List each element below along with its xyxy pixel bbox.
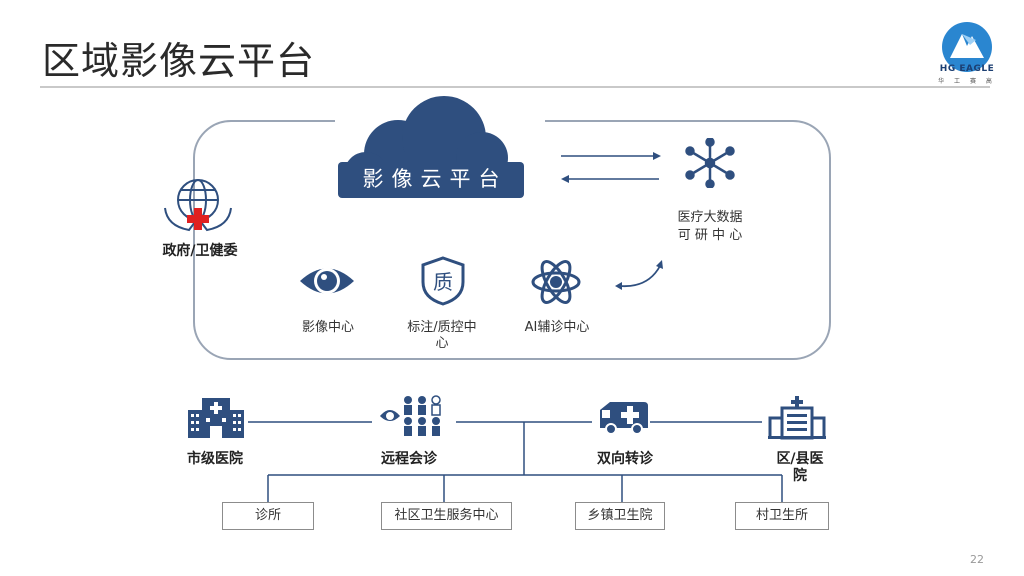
atom-icon (531, 260, 581, 304)
facility-community-center: 社区卫生服务中心 (381, 502, 512, 530)
annotation-label-line1: 标注/质控中 (407, 320, 477, 335)
ai-center-label: AI辅诊中心 (524, 320, 590, 335)
facility-township-hospital: 乡镇卫生院 (575, 502, 665, 530)
annotation-label-line2: 心 (435, 336, 449, 351)
referral-label: 双向转诊 (597, 451, 653, 467)
hg-eagle-logo (942, 22, 992, 72)
imaging-center-label: 影像中心 (301, 320, 354, 335)
city-hospital-label: 市级医院 (187, 451, 243, 467)
curved-arrow (615, 260, 663, 290)
gov-label: 政府/卫健委 (162, 243, 238, 259)
facility-village-clinic: 村卫生所 (735, 502, 829, 530)
logo-text: HG EAGLE (939, 64, 995, 74)
remote-consultation-label: 远程会诊 (381, 451, 437, 467)
cloud-icon (338, 96, 524, 198)
title-divider (40, 86, 990, 88)
quality-char: 质 (433, 270, 453, 294)
facility-clinic: 诊所 (222, 502, 314, 530)
bigdata-label-line1: 医疗大数据 (677, 210, 743, 225)
exchange-arrows (561, 152, 661, 183)
county-hospital-label-line2: 院 (793, 468, 807, 484)
cloud-label: 影像云平台 (362, 167, 508, 191)
bigdata-label-line2: 可 研 中 心 (677, 228, 743, 243)
county-hospital-label-line1: 区/县医 (776, 451, 824, 467)
page-number: 22 (970, 553, 984, 566)
logo-subtext: 华 工 赛 高 (938, 78, 996, 85)
eye-icon (300, 268, 354, 294)
ambulance-icon (600, 402, 648, 435)
hospital-building-icon (188, 398, 244, 438)
page-title: 区域影像云平台 (42, 39, 316, 83)
government-health-icon (164, 179, 232, 232)
network-icon (685, 138, 735, 188)
quality-shield-icon: 质 (421, 256, 465, 306)
county-hospital-icon (768, 396, 826, 440)
remote-consultation-icon (380, 395, 441, 436)
